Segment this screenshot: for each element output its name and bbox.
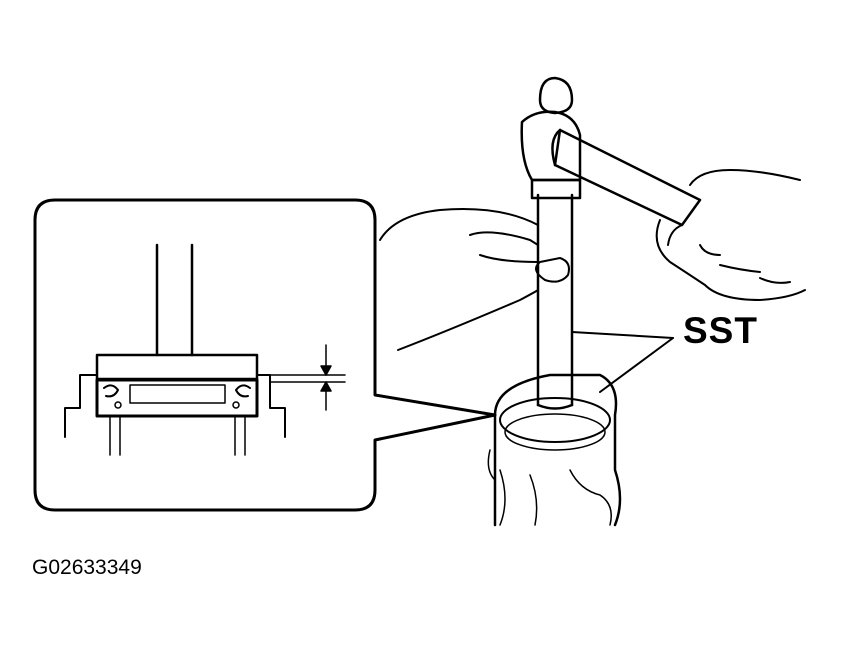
inset-frame: [33, 198, 497, 512]
sst-callout-leader: [571, 331, 674, 393]
detail-inset: [33, 198, 497, 512]
depth-dimension-marker: [269, 344, 346, 411]
figure-id: G02633349: [32, 556, 142, 579]
inset-oil-seal: [95, 378, 259, 418]
inset-seal-lip-right: [235, 384, 251, 398]
hand-left: [379, 208, 570, 351]
inset-seal-lip-left: [103, 384, 119, 398]
sst-callout-label: SST: [683, 310, 758, 351]
sst-installer-tool: [520, 76, 582, 410]
inset-spring-right: [232, 401, 240, 409]
hand-right: [655, 169, 806, 301]
inset-spring-left: [114, 401, 122, 409]
inset-housing: [64, 374, 286, 438]
inset-seal-inner: [129, 384, 226, 404]
inset-installer-plate: [95, 353, 259, 381]
steering-housing: [487, 373, 622, 527]
hammer: [551, 128, 702, 227]
